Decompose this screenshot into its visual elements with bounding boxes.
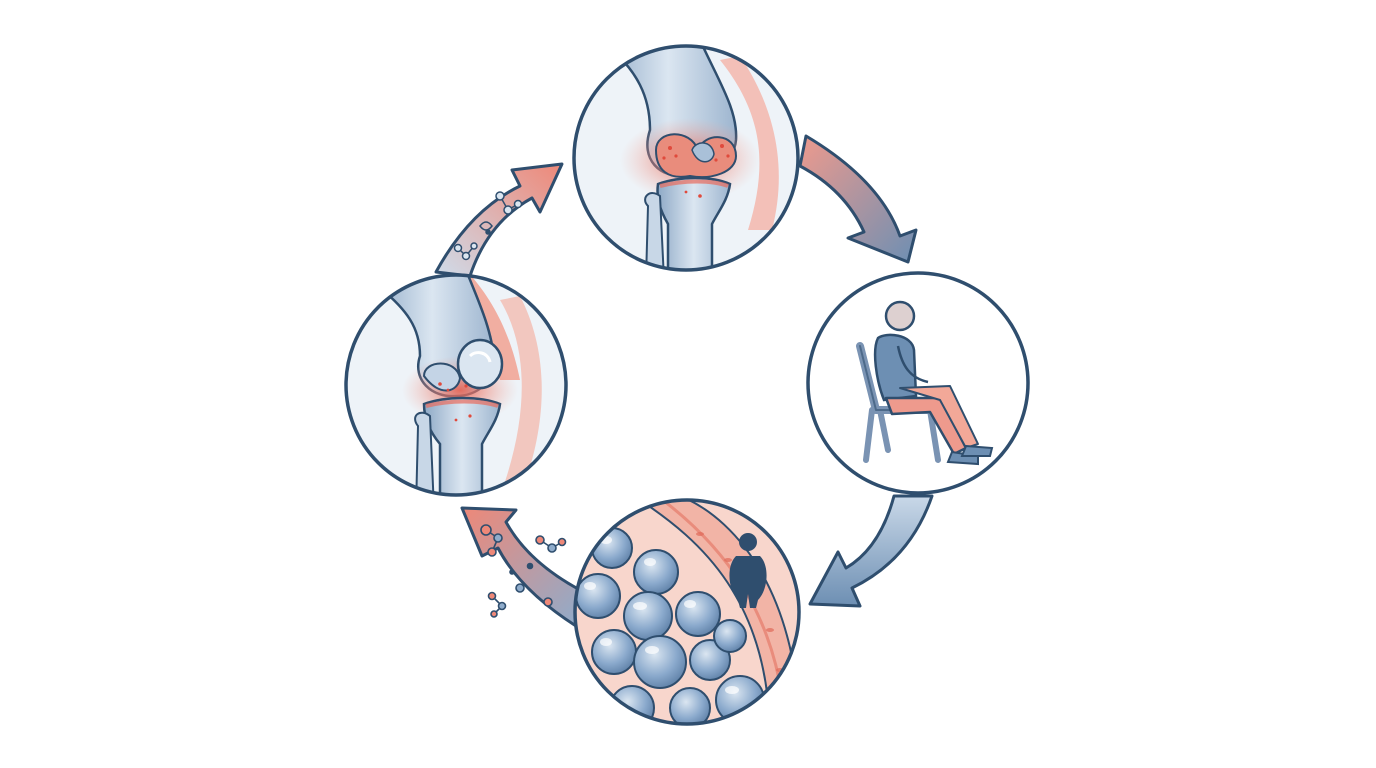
node-sedentary-sitting — [806, 271, 1030, 495]
arrow-top-to-right — [798, 134, 918, 264]
molecule-icon — [453, 191, 523, 261]
node-inflamed-knee-joint — [572, 44, 800, 272]
knee-joint-icon — [346, 275, 566, 495]
sitting-person-icon — [856, 300, 994, 466]
arrow-right-to-bottom — [808, 494, 934, 608]
arrow-left-to-top — [434, 162, 564, 278]
molecule-icon — [480, 524, 567, 618]
node-adipose-tissue-obesity — [573, 498, 801, 726]
obese-person-icon — [729, 533, 767, 608]
node-knee-joint-early-inflammation — [344, 273, 568, 497]
inflammation-dots — [662, 144, 730, 198]
inflamed-knee-joint-icon — [574, 46, 798, 270]
inflammation-dots — [438, 382, 472, 422]
arrow-bottom-to-left — [460, 506, 582, 628]
